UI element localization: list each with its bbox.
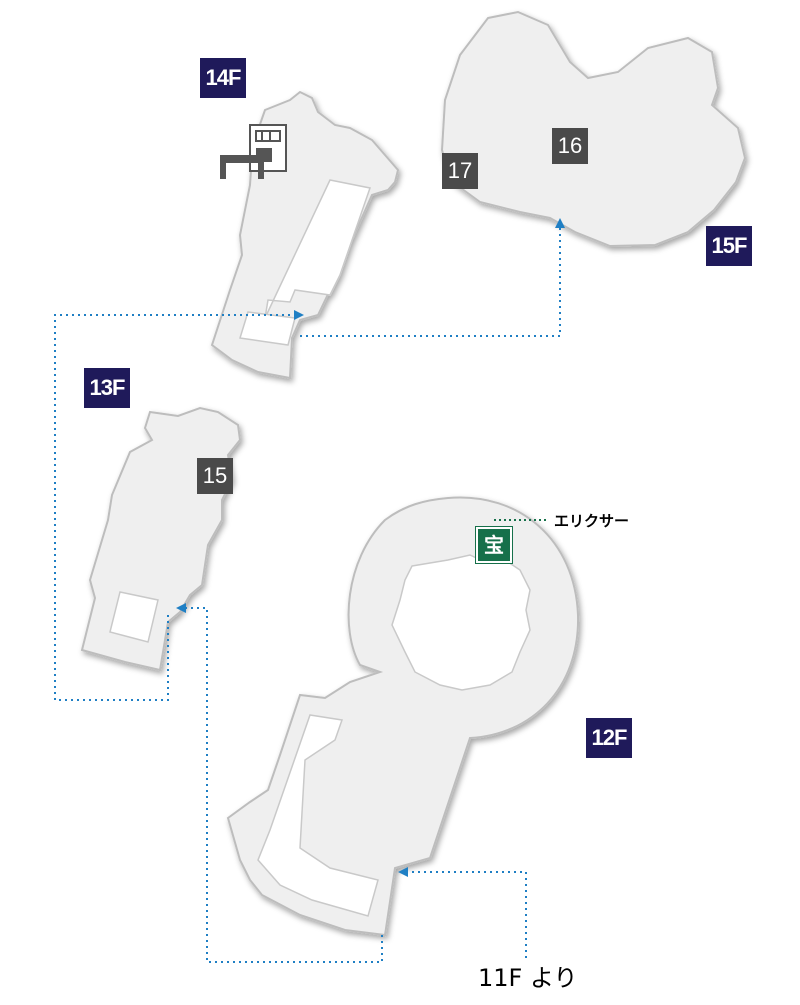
floor-label-14f: 14F [200,58,246,98]
floor-label-13f: 13F [84,368,130,408]
marker-15: 15 [197,458,233,494]
route-13f-to-14f [54,314,300,701]
marker-16: 16 [552,128,588,164]
treasure-item-label: エリクサー [554,512,630,530]
start-from-11f-label: 11F より [478,964,578,992]
marker-17: 17 [442,153,478,189]
route-14f-to-15f [300,222,561,337]
treasure-chest-icon: 宝 [476,527,512,563]
area-14f [210,90,400,380]
floor-label-15f: 15F [706,226,752,266]
route-arrowheads [176,218,565,877]
route-11f-to-12f [400,871,527,958]
floor-label-12f: 12F [586,718,632,758]
route-paths [54,222,561,963]
save-point-icon [220,124,287,179]
area-12f [226,496,580,937]
route-12f-to-13f [180,607,383,963]
area-13f [80,406,242,672]
area-15f [440,10,747,248]
